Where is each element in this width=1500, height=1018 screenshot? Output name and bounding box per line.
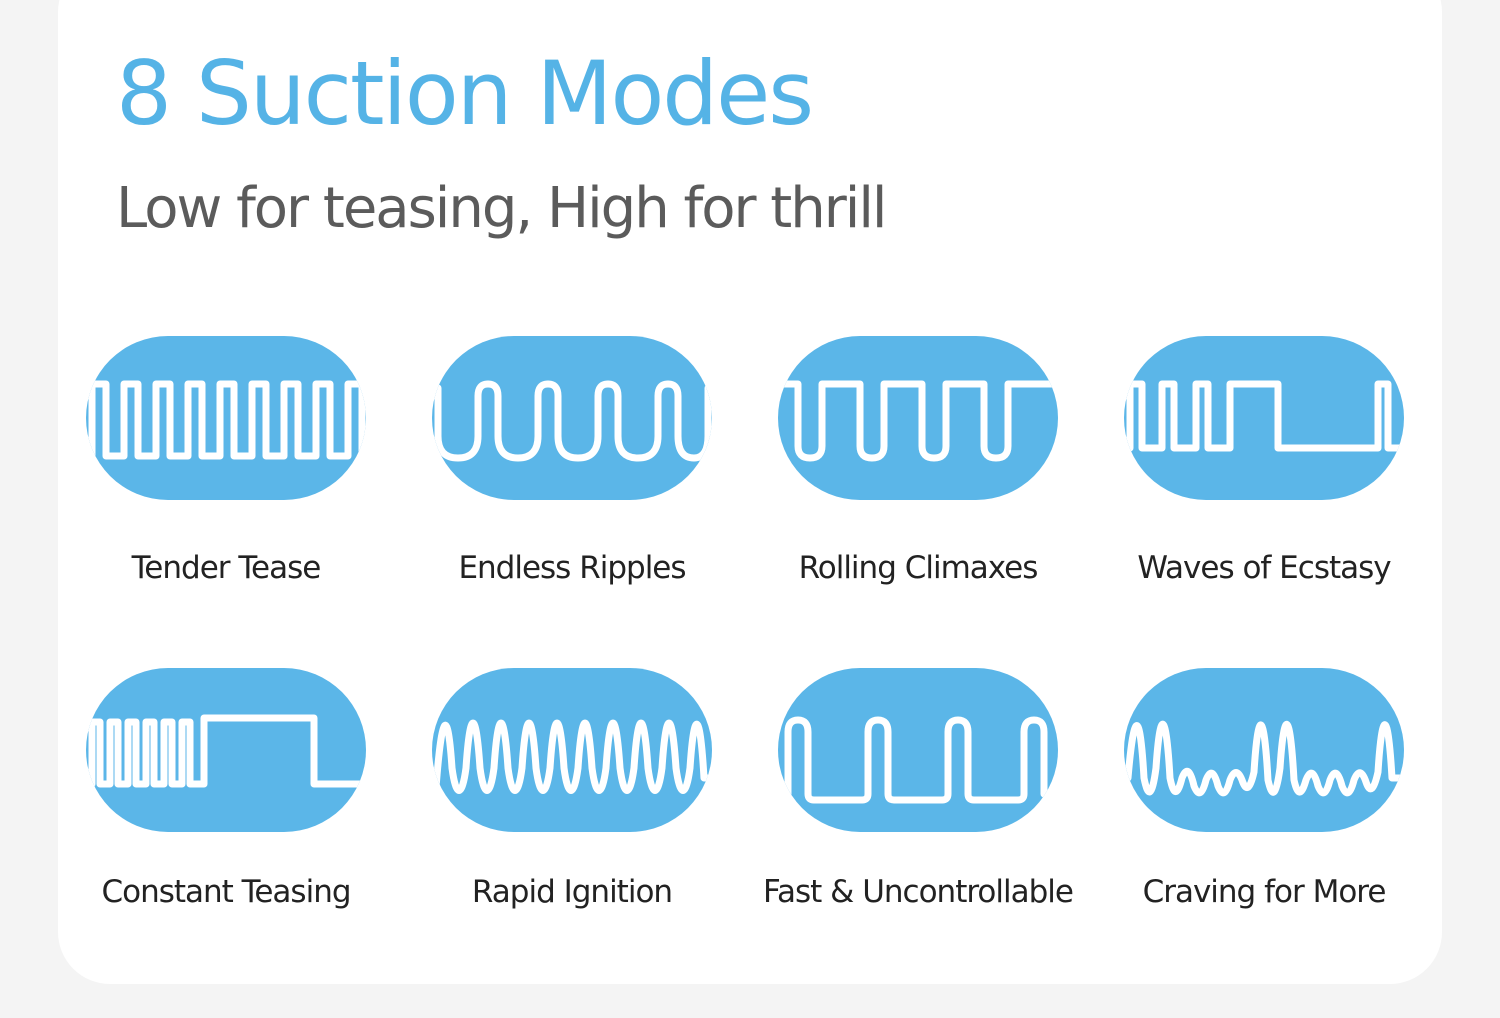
square-wave-dense-icon bbox=[86, 336, 366, 500]
dense-then-plateau-wave-icon bbox=[86, 668, 366, 832]
mode-label: Waves of Ecstasy bbox=[1137, 550, 1391, 586]
page-subtitle: Low for teasing, High for thrill bbox=[116, 176, 887, 241]
inverted-u-wave-icon bbox=[778, 336, 1058, 500]
mode-label: Endless Ripples bbox=[458, 550, 686, 586]
zigzag-wave-icon bbox=[432, 668, 712, 832]
mode-label: Tender Tease bbox=[131, 550, 322, 586]
mode-label: Rolling Climaxes bbox=[798, 550, 1039, 586]
peaks-and-ripples-wave-icon bbox=[1124, 668, 1404, 832]
page-title: 8 Suction Modes bbox=[116, 42, 814, 145]
u-wave-icon bbox=[432, 336, 712, 500]
burst-and-pause-wave-icon bbox=[1124, 336, 1404, 500]
wide-square-wave-icon bbox=[778, 668, 1058, 832]
mode-label: Rapid Ignition bbox=[471, 874, 673, 910]
mode-label: Craving for More bbox=[1142, 874, 1387, 910]
mode-label: Fast & Uncontrollable bbox=[763, 874, 1074, 910]
mode-label: Constant Teasing bbox=[101, 874, 351, 910]
